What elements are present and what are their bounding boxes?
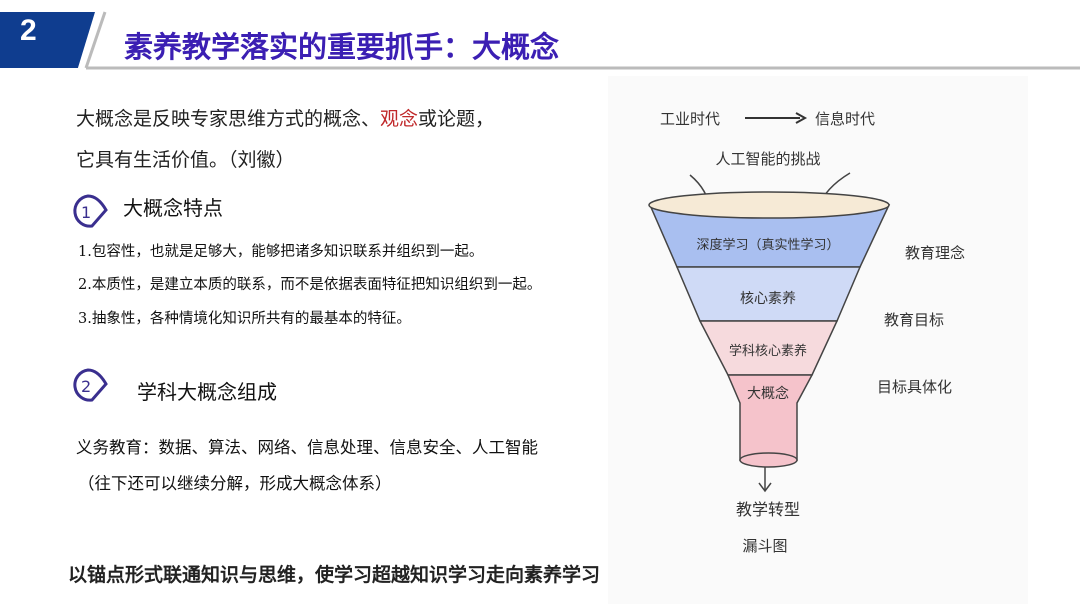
funnel-bottom [739,452,798,468]
intro-highlight: 观念 [380,108,419,130]
feature-item: 1.包容性，也就是足够大，能够把诸多知识联系并组织到一起。 [78,244,484,260]
layer-label: 学科核心素养 [729,343,807,359]
output-label: 教学转型 [736,500,800,519]
header-divider [84,11,1080,70]
badge-1-icon: 1 [73,194,108,228]
composition-line-2: （往下还可以继续分解，形成大概念体系） [78,474,392,493]
intro-text: 大概念是反映专家思维方式的概念、 [76,108,381,130]
svg-text:1: 1 [81,203,91,222]
section-2-heading: 学科大概念组成 [137,380,277,404]
feature-item: 2.本质性，是建立本质的联系，而不是依据表面特征把知识组织到一起。 [78,277,542,293]
intro-line-1: 大概念是反映专家思维方式的概念、观念或论题， [76,104,494,131]
section-1-heading: 大概念特点 [123,196,223,220]
page-title: 素养教学落实的重要抓手：大概念 [124,30,560,64]
badge-2-icon: 2 [73,368,108,402]
section-number-block [0,12,95,68]
section-number: 2 [20,14,37,47]
challenge-label: 人工智能的挑战 [715,150,820,168]
intro-text: 或论题， [418,108,495,130]
era-to-label: 信息时代 [815,110,875,128]
feature-item: 3.抽象性，各种情境化知识所共有的最基本的特征。 [78,311,411,327]
svg-text:2: 2 [81,377,91,396]
layer-label: 核心素养 [740,291,796,307]
era-from-label: 工业时代 [660,110,720,128]
layer-label: 深度学习（真实性学习） [696,237,839,253]
era-arrow-head [795,112,808,124]
side-label: 教育理念 [905,244,965,262]
layer-label: 大概念 [747,385,789,402]
intro-line-2: 它具有生活价值。（刘徽） [76,149,295,171]
funnel-caption: 漏斗图 [742,537,787,555]
side-label: 目标具体化 [877,378,952,396]
summary-text: 以锚点形式联通知识与思维，使学习超越知识学习走向素养学习 [68,564,601,586]
composition-line-1: 义务教育：数据、算法、网络、信息处理、信息安全、人工智能 [76,438,538,457]
side-label: 教育目标 [884,311,944,329]
funnel-top [648,191,890,219]
